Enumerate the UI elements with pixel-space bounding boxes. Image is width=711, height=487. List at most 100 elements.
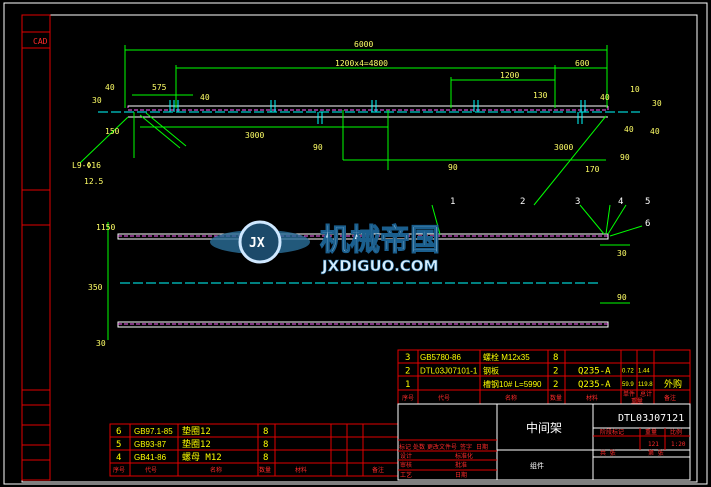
balloon-1: 1 [450,197,455,207]
part-no: 1 [405,380,410,390]
role-label: 批准 [455,461,467,469]
part-name: 垫圈12 [182,438,211,450]
dim-end: 600 [575,59,590,68]
header-note-left: 备注 [372,466,384,474]
dim-30c: 1150 [96,223,115,232]
header-material-left: 材料 [295,466,307,474]
dim-3000a: 3000 [245,131,264,140]
header-code: 代号 [438,394,450,402]
dim-30d: 30 [96,339,106,348]
dim-170: 90 [620,153,630,162]
dim-350: 170 [585,165,600,174]
part-no: 3 [405,353,410,363]
part-code: DTL03J07101-1 [420,367,478,376]
title-block: 中间架 组件 DTL03J07121 阶段标记 重量 比例 121 1:20 共… [397,403,691,481]
part-qty: 2 [553,380,558,390]
roughness-note: 12.5 [84,177,103,186]
left-margin-strip: CAD [21,14,51,481]
dim-40c: 40 [600,93,610,102]
dim-overall-length: 6000 [354,40,373,49]
sheet-border [3,2,708,485]
part-name: 槽钢10# L=5990 [483,379,542,389]
watermark-url: JXDIGUO.COM [321,257,438,275]
dim-1200: 1200 [500,71,519,80]
part-name: 钢板 [483,366,499,376]
header-weight: 重量 [631,397,643,405]
part-name: 螺母 M12 [182,452,222,463]
dim-3000b: 90 [448,163,458,172]
header-total: 总计 [640,390,652,398]
dim-90e: 90 [617,293,627,302]
dim-150: 150 [105,127,120,136]
header-unit: 单件 [623,390,635,398]
watermark-brand-cn: 机械帝国 [320,223,440,258]
part-qty: 8 [553,353,558,363]
dim-10: 10 [630,85,640,94]
part-code: GB41-86 [134,453,167,462]
role-label: 工艺 [400,471,412,479]
watermark-logo: JX 机械帝国 JXDIGUO.COM [210,220,441,275]
role-label: 标准化 [455,452,473,460]
part-qty: 8 [263,440,268,450]
balloon-5: 5 [645,197,650,207]
sheet-no: 第 张 [648,449,664,457]
drawing-number: DTL03J07121 [618,413,684,424]
weight-value: 121 [648,441,659,448]
dim-40d: 40 [624,125,634,134]
header-name: 名称 [505,394,517,402]
dim-90c: 3000 [554,143,573,152]
parts-row: 3 GB5780-86 螺栓 M12x35 8 [405,352,558,363]
header-no: 序号 [402,394,414,402]
stage-label: 阶段标记 [600,428,624,436]
scale-value: 1:20 [671,441,686,448]
part-qty: 8 [263,453,268,463]
dim-90a: 90 [313,143,323,152]
part-note: 外购 [664,378,682,390]
header-name-left: 名称 [210,466,222,474]
dim-90b: 40 [650,127,660,136]
part-no: 4 [116,453,121,463]
part-no: 6 [116,427,121,437]
part-total-weight: 1.44 [638,369,650,375]
dim-40a: 40 [105,83,115,92]
part-material: Q235-A [578,380,611,390]
top-view: 6000 1200x4=4800 600 1200 575 40 30 40 3… [72,40,662,206]
header-qty: 数量 [550,394,562,402]
dim-40b: 40 [200,93,210,102]
revision-label: 标记 [399,443,411,451]
part-code: GB5780-86 [420,353,461,362]
part-code: GB93-87 [134,440,167,449]
drawing-subtitle: 组件 [530,461,544,470]
dim-30b: 30 [652,99,662,108]
part-no: 5 [116,440,121,450]
role-label: 设计 [400,452,412,460]
header-code-left: 代号 [145,466,157,474]
balloon-4: 4 [618,197,623,207]
revision-label: 处数 [413,443,425,451]
revision-label: 签字 [460,443,472,451]
cad-label: CAD [33,37,48,46]
weld-note: L9-Φ16 [72,161,101,170]
part-qty: 8 [263,427,268,437]
header-material: 材料 [586,394,598,402]
part-unit-weight: 0.72 [622,369,634,375]
header-note: 备注 [664,394,676,402]
part-unit-weight: 59.9 [622,382,634,388]
logo-letters: JX [249,236,265,251]
header-qty-left: 数量 [259,466,271,474]
dim-575: 575 [152,83,167,92]
part-code: GB97.1-85 [134,427,173,436]
role-label: 审核 [400,461,412,469]
parts-row: 5 GB93-87 垫圈12 8 [116,438,268,450]
part-qty: 2 [553,367,558,377]
part-material: Q235-A [578,367,611,377]
dim-30a: 30 [92,96,102,105]
balloon-2: 2 [520,197,525,207]
header-no-left: 序号 [113,466,125,474]
part-name: 螺栓 M12x35 [483,352,530,362]
